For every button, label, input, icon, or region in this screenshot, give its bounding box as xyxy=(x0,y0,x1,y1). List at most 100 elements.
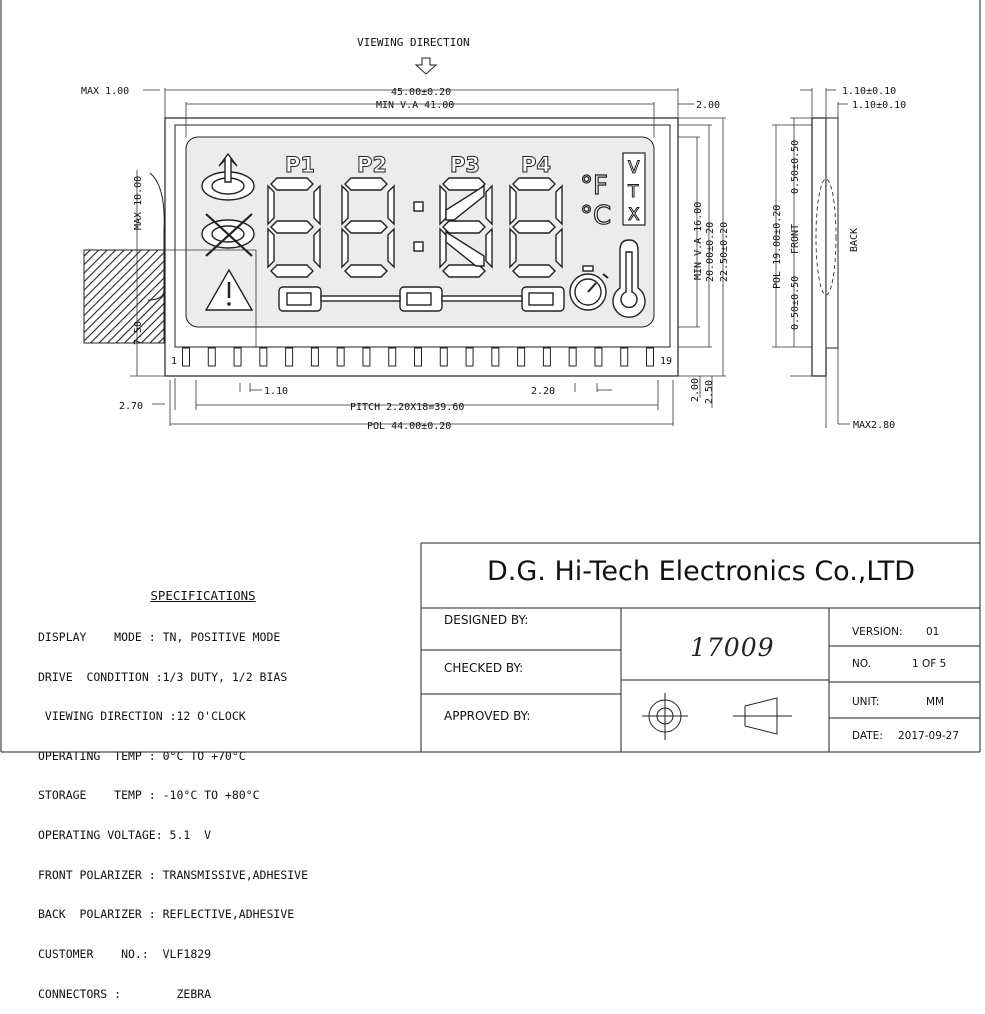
spec-line: OPERATING VOLTAGE: 5.1 V xyxy=(38,828,212,843)
dim-left-gap: 2.70 xyxy=(119,401,143,412)
top-coil-icon xyxy=(201,152,255,201)
crossed-coil-icon xyxy=(201,213,255,257)
dim-pin-pitch: 2.20 xyxy=(531,386,555,397)
dim-side-t1: 1.10±0.10 xyxy=(842,86,896,97)
dim-max28: MAX2.80 xyxy=(853,420,895,431)
company-name: D.G. Hi-Tech Electronics Co.,LTD xyxy=(487,556,915,587)
dim-front-offset-bottom: 0.50±0.50 xyxy=(790,276,801,330)
dim-h20: 20.00±0.20 xyxy=(705,222,716,282)
viewing-direction-label: VIEWING DIRECTION xyxy=(357,36,470,49)
drawing-number: 17009 xyxy=(690,633,775,662)
dim-pin-width: 1.10 xyxy=(264,386,288,397)
dim-min-va: MIN V.A 41.00 xyxy=(376,100,454,111)
connector-pin xyxy=(182,347,190,367)
connector-pin xyxy=(336,347,345,367)
connector-pin xyxy=(362,347,371,367)
connector-pin xyxy=(439,347,448,367)
connector-pin xyxy=(388,347,397,367)
dim-front: FRONT xyxy=(790,224,801,254)
dim-overall-width: 45.00±0.20 xyxy=(391,87,451,98)
drawing-canvas: VIEWING DIRECTION P1 P2 P3 P4 °F °C V xyxy=(0,0,981,753)
colon-bottom xyxy=(413,241,424,252)
connector-pin xyxy=(491,347,500,367)
colon-top xyxy=(413,201,424,212)
side-view xyxy=(772,88,850,428)
unit-label: UNIT: xyxy=(852,696,880,708)
connector-pin xyxy=(310,347,319,367)
label-p1: P1 xyxy=(285,153,315,177)
dim-max10: MAX 10.00 xyxy=(133,176,144,230)
unit-x: X xyxy=(628,205,640,225)
unit-t: T xyxy=(627,182,639,202)
dim-side-t2: 1.10±0.10 xyxy=(852,100,906,111)
zebra-connector xyxy=(83,249,165,344)
label-back: BACK xyxy=(849,228,860,252)
dim-max-top: MAX 1.00 xyxy=(81,86,129,97)
connector-pin xyxy=(594,347,603,367)
pin-first-label: 1 xyxy=(171,356,177,367)
progress-track xyxy=(278,286,565,312)
spec-line: STORAGE TEMP : -10°C TO +80°C xyxy=(38,788,260,803)
dim-front-offset-top: 0.50±0.50 xyxy=(790,140,801,194)
connector-pin xyxy=(414,347,422,367)
label-p4: P4 xyxy=(521,153,551,177)
thermometer-icon xyxy=(612,239,646,318)
connector-pin xyxy=(542,347,551,367)
spec-line: DISPLAY MODE : TN, POSITIVE MODE xyxy=(38,630,281,645)
sheet-no-value: 1 OF 5 xyxy=(912,658,947,670)
specifications-title: SPECIFICATIONS xyxy=(150,588,256,604)
dimension-lines xyxy=(130,88,726,426)
spec-line: VIEWING DIRECTION :12 O'CLOCK xyxy=(38,709,246,724)
unit-celsius: °C xyxy=(580,201,611,231)
spec-line: CUSTOMER NO.: VLF1829 xyxy=(38,946,212,961)
label-p2: P2 xyxy=(357,153,387,177)
connector-pin xyxy=(620,347,629,367)
viewing-arrow-icon xyxy=(414,57,438,75)
date-label: DATE: xyxy=(852,730,883,742)
connector-pin xyxy=(568,347,577,367)
date-value: 2017-09-27 xyxy=(898,730,960,742)
dim-min-va-h: MIN V.A 16.00 xyxy=(693,202,704,280)
spec-line: CONNECTORS : ZEBRA xyxy=(38,986,212,1001)
dim-b200: 2.00 xyxy=(690,378,701,402)
spec-line: FRONT POLARIZER : TRANSMISSIVE,ADHESIVE xyxy=(38,867,309,882)
connector-pin xyxy=(465,347,474,367)
dim-b250: 2.50 xyxy=(704,380,715,404)
dim-pol19: POL 19.00±0.20 xyxy=(772,205,783,289)
digit-3 xyxy=(439,177,493,278)
dim-750: 7.50 xyxy=(133,321,144,345)
designed-by-label: DESIGNED BY: xyxy=(444,613,529,627)
dim-h225: 22.50±0.20 xyxy=(719,222,730,282)
checked-by-label: CHECKED BY: xyxy=(444,661,524,675)
dim-pol-width: POL 44.00±0.20 xyxy=(367,421,451,432)
unit-v: V xyxy=(628,158,640,178)
version-value: 01 xyxy=(926,626,940,638)
pin-row xyxy=(182,347,654,367)
specifications-block: SPECIFICATIONS DISPLAY MODE : TN, POSITI… xyxy=(38,563,408,1014)
version-label: VERSION: xyxy=(852,626,903,638)
connector-pin xyxy=(259,347,268,367)
spec-line: OPERATING TEMP : 0°C TO +70°C xyxy=(38,748,246,763)
spec-line: DRIVE CONDITION :1/3 DUTY, 1/2 BIAS xyxy=(38,669,288,684)
label-p3: P3 xyxy=(450,153,480,177)
lcd-glass xyxy=(174,124,671,348)
dim-right-gap: 2.00 xyxy=(696,100,720,111)
unit-value: MM xyxy=(926,696,945,708)
unit-fahrenheit: °F xyxy=(580,171,608,201)
spec-line: BACK POLARIZER : REFLECTIVE,ADHESIVE xyxy=(38,907,295,922)
stopwatch-icon xyxy=(569,265,609,311)
unit-box xyxy=(622,152,646,226)
connector-pin xyxy=(646,347,654,367)
sheet-no-label: NO. xyxy=(852,658,872,670)
connector-pin xyxy=(233,347,242,367)
title-block xyxy=(420,542,980,752)
connector-curve xyxy=(147,172,165,301)
dim-pitch: PITCH 2.20X18=39.60 xyxy=(350,402,464,413)
projection-symbol-icon xyxy=(642,693,792,740)
warning-icon xyxy=(204,268,254,311)
approved-by-label: APPROVED BY: xyxy=(444,709,531,723)
connector-pin xyxy=(517,347,526,367)
connector-pin xyxy=(285,347,294,367)
pin-last-label: 19 xyxy=(660,356,672,367)
connector-pin xyxy=(207,347,216,367)
